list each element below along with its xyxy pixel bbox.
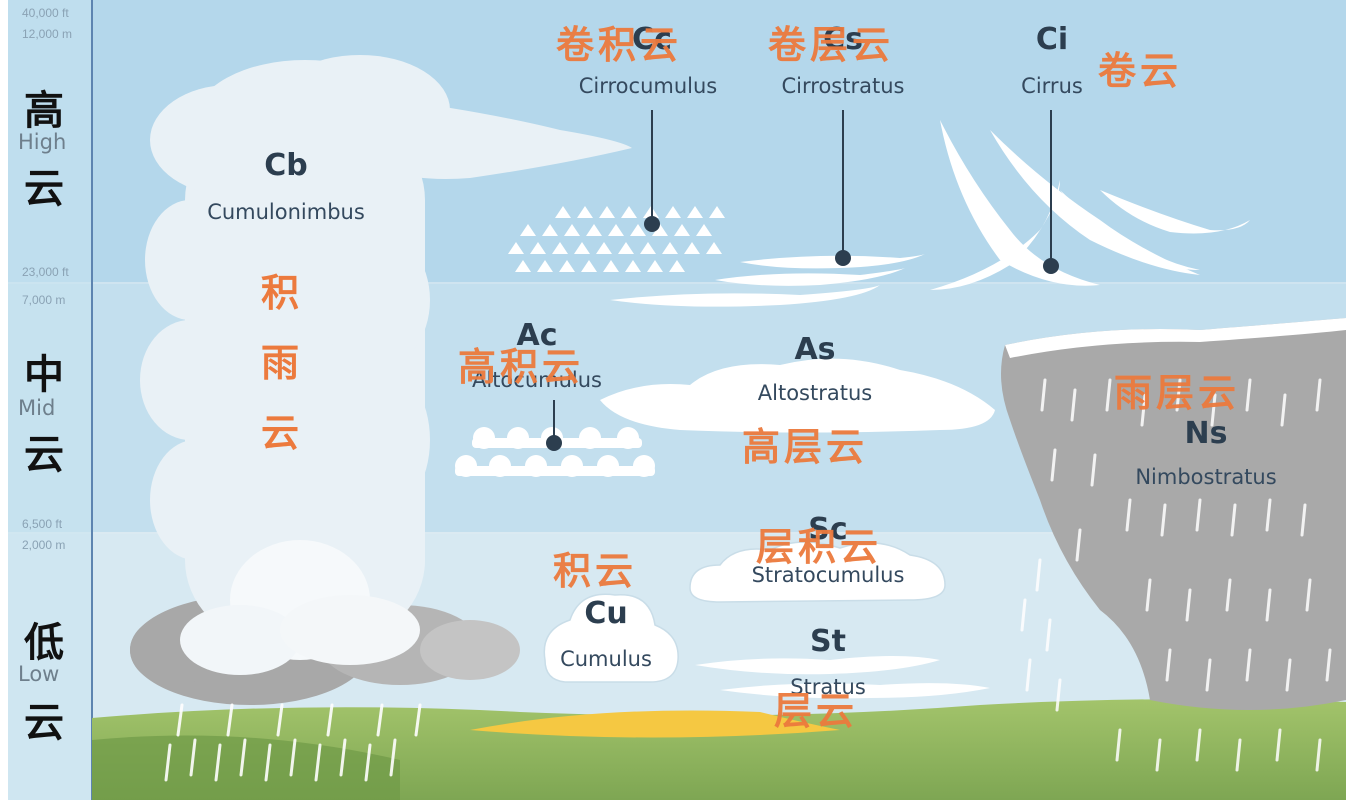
cumulus-cloud xyxy=(543,593,679,683)
label-as-name: Altostratus xyxy=(757,381,873,405)
label-ac-abbr: Ac xyxy=(516,318,558,353)
altitude-7000m: 7,000 m xyxy=(22,293,66,307)
left-margin xyxy=(0,0,8,800)
annotation-cu-cn: 积云 xyxy=(553,548,638,593)
altitude-6500ft: 6,500 ft xyxy=(22,517,63,531)
annotation-as-cn: 高层云 xyxy=(742,424,869,469)
label-ns-name: Nimbostratus xyxy=(1135,465,1277,489)
altitude-bar xyxy=(0,0,92,800)
label-ns-abbr: Ns xyxy=(1184,416,1228,451)
nimbostratus-rain xyxy=(1020,378,1332,772)
label-cs-name: Cirrostratus xyxy=(781,74,905,98)
ground xyxy=(92,699,1346,800)
label-as-abbr: As xyxy=(794,332,836,367)
cumulonimbus-cloud xyxy=(130,55,632,705)
label-cc-name: Cirrocumulus xyxy=(578,74,718,98)
yellow-field xyxy=(470,710,840,738)
annotation-ci-cn: 卷云 xyxy=(1098,48,1183,93)
annotation-sc-cn: 层积云 xyxy=(756,524,883,569)
altitude-40000ft: 40,000 ft xyxy=(22,6,69,20)
band-mid-en: Mid xyxy=(18,396,56,420)
label-sc-abbr: Sc xyxy=(808,512,848,547)
annotation-cs-cn: 卷层云 xyxy=(768,22,895,67)
annotation-ns-cn: 雨层云 xyxy=(1114,370,1241,415)
altostratus-cloud xyxy=(600,358,995,433)
cirrostratus-cloud xyxy=(610,254,925,307)
cirrus-cloud xyxy=(930,120,1250,290)
annotation-ac-cn: 高积云 xyxy=(458,344,585,389)
label-cs-abbr: Cs xyxy=(823,22,863,57)
label-cu-abbr: Cu xyxy=(584,596,628,631)
altitude-23000ft: 23,000 ft xyxy=(22,265,69,279)
annotation-st-cn: 层云 xyxy=(774,688,859,733)
stratocumulus-cloud xyxy=(689,541,946,603)
label-sc-name: Stratocumulus xyxy=(751,563,905,587)
label-ci-name: Cirrus xyxy=(1021,74,1083,98)
band-high-en: High xyxy=(18,130,67,154)
label-cb-abbr: Cb xyxy=(264,148,308,183)
label-ci-abbr: Ci xyxy=(1035,22,1069,57)
band-high-cn-top: 高 xyxy=(24,87,64,134)
band-low-cn-top: 低 xyxy=(24,619,64,666)
band-low-cn-bottom: 云 xyxy=(24,699,64,746)
label-cb-name: Cumulonimbus xyxy=(207,200,365,224)
label-cc-abbr: Cc xyxy=(632,22,672,57)
label-ac-name: Altocumulus xyxy=(472,368,602,392)
pointer-dots xyxy=(546,216,1059,451)
cirrocumulus-cloud xyxy=(508,206,725,272)
band-mid-cn-bottom: 云 xyxy=(24,431,64,478)
cumulonimbus-rain xyxy=(164,703,422,782)
altitude-12000m: 12,000 m xyxy=(22,27,73,41)
label-cu-name: Cumulus xyxy=(560,647,652,671)
label-st-abbr: St xyxy=(810,624,846,659)
annotation-cc-cn: 卷积云 xyxy=(556,22,683,67)
nimbostratus-cloud xyxy=(1001,318,1346,710)
band-high-cn-bottom: 云 xyxy=(24,165,64,212)
band-mid-cn-top: 中 xyxy=(24,351,64,398)
band-low-en: Low xyxy=(18,662,60,686)
annotation-cb-cn: 积雨云 xyxy=(260,270,299,455)
altitude-2000m: 2,000 m xyxy=(22,538,66,552)
label-st-name: Stratus xyxy=(790,675,866,699)
stratus-cloud xyxy=(695,656,990,699)
